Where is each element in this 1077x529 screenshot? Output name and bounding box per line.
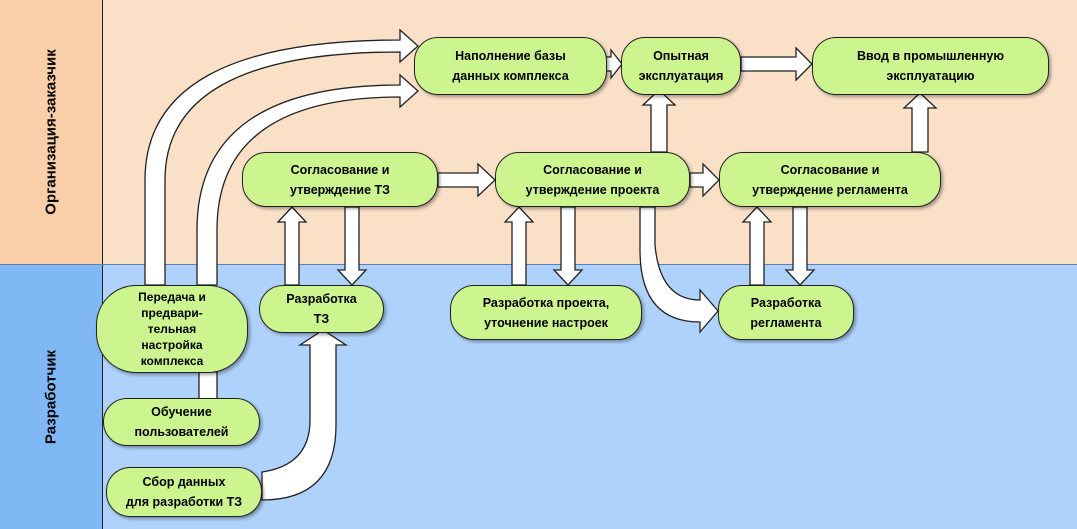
node-approve-project: Согласование и утверждение проекта [495, 152, 690, 207]
arrow-trial-to-production [740, 46, 813, 82]
arrow-approveproject-to-devregulation [639, 206, 719, 334]
node-training: Обучение пользователей [103, 398, 260, 446]
node-dev-project: Разработка проекта, уточнение настроек [450, 285, 642, 340]
arrow-devtz-to-approvetz [276, 206, 308, 286]
node-db-fill: Наполнение базы данных комплекса [414, 37, 607, 95]
arrow-approveproject-to-trial [641, 89, 677, 153]
arrow-approveregulation-to-production [902, 92, 938, 153]
arrow-approvetz-to-devtz [336, 206, 368, 286]
node-trial: Опытная эксплуатация [621, 37, 741, 95]
arrow-collect-to-devtz [261, 329, 349, 501]
arrow-transfer-to-dbfill-inner [196, 73, 419, 286]
arrow-approveregulation-to-devregulation [784, 206, 816, 286]
arrow-approveproject-to-devproject [552, 206, 584, 286]
node-collect: Сбор данных для разработки ТЗ [106, 467, 262, 517]
arrow-approveproject-to-approveregulation [689, 162, 720, 198]
customer-lane-header: Организация-заказчик [0, 0, 103, 264]
node-approve-tz: Согласование и утверждение ТЗ [242, 152, 438, 207]
node-approve-regulation: Согласование и утверждение регламента [719, 152, 941, 207]
node-transfer: Передача и предвари- тельная настройка к… [96, 285, 248, 373]
node-production: Ввод в промышленную эксплуатацию [812, 37, 1049, 95]
arrow-dbfill-to-trial [604, 48, 623, 80]
arrow-devregulation-to-approveregulation [741, 206, 773, 286]
arrow-transfer-to-dbfill-outer [144, 28, 419, 286]
node-dev-regulation: Разработка регламента [718, 285, 854, 340]
arrow-approvetz-to-approveproject [437, 162, 496, 198]
node-dev-tz: Разработка ТЗ [259, 285, 384, 333]
connector-training-transfer [198, 371, 218, 401]
arrow-devproject-to-approveproject [503, 206, 535, 286]
developer-lane-header: Разработчик [0, 265, 103, 529]
